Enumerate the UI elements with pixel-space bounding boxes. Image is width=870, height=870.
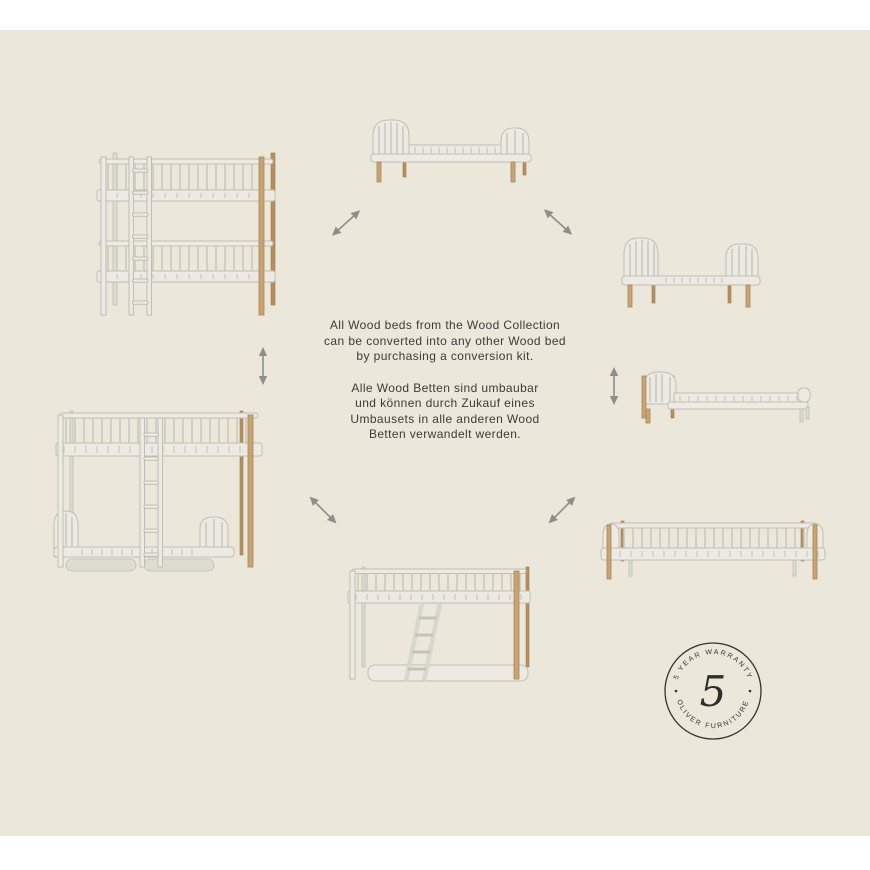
day-bed-illustration <box>595 515 830 585</box>
single-bed-illustration <box>365 112 535 184</box>
text-line: All Wood beds from the Wood Collection <box>329 318 561 332</box>
badge-left-dot <box>674 689 678 693</box>
text-line: can be converted into any other Wood bed <box>324 333 566 348</box>
loft-bed-ladder <box>139 417 163 568</box>
warranty-badge-icon: 5 YEAR WARRANTY OLIVER FURNITURE 5 <box>664 642 762 740</box>
conversion-arrow-right <box>606 364 622 408</box>
loft-bed-icon <box>53 410 263 572</box>
conversion-arrow-bottom-right <box>541 489 583 531</box>
conversion-arrow-top-left <box>324 202 367 243</box>
conversion-text-german: Alle Wood Betten sind umbaubar und könne… <box>290 381 600 443</box>
single-bed-icon <box>370 119 532 183</box>
low-loft-bed-icon <box>347 566 531 682</box>
warranty-badge: 5 YEAR WARRANTY OLIVER FURNITURE 5 <box>652 630 774 752</box>
text-line: und können durch Zukauf eines <box>355 396 535 410</box>
lower-day-bed <box>53 510 235 572</box>
day-bed-icon <box>600 520 826 580</box>
low-loft-ladder <box>403 602 443 682</box>
conversion-arrow-bottom-left <box>302 489 344 531</box>
bunk-bed-ladder <box>128 156 152 316</box>
conversion-text: All Wood beds from the Wood Collection c… <box>290 318 600 443</box>
low-loft-bed-illustration <box>338 563 538 689</box>
text-line: by purchasing a conversion kit. <box>356 349 534 363</box>
conversion-arrow-left <box>255 344 271 388</box>
badge-right-dot <box>748 689 752 693</box>
text-line: Umbausets in alle anderen Wood <box>350 411 540 426</box>
loft-bed-illustration <box>52 405 267 575</box>
single-bed-long-icon <box>641 371 811 424</box>
conversion-arrow-top-right <box>536 201 579 242</box>
text-line: Alle Wood Betten sind umbaubar <box>351 380 539 395</box>
single-bed-long-illustration <box>640 368 815 424</box>
text-line: Betten verwandelt werden. <box>368 427 522 441</box>
bunk-bed-icon <box>96 152 276 316</box>
conversion-text-english: All Wood beds from the Wood Collection c… <box>290 318 600 365</box>
bunk-bed-illustration <box>85 145 285 320</box>
badge-number: 5 <box>700 667 727 716</box>
junior-bed-illustration <box>618 232 763 312</box>
junior-bed-icon <box>621 237 761 308</box>
